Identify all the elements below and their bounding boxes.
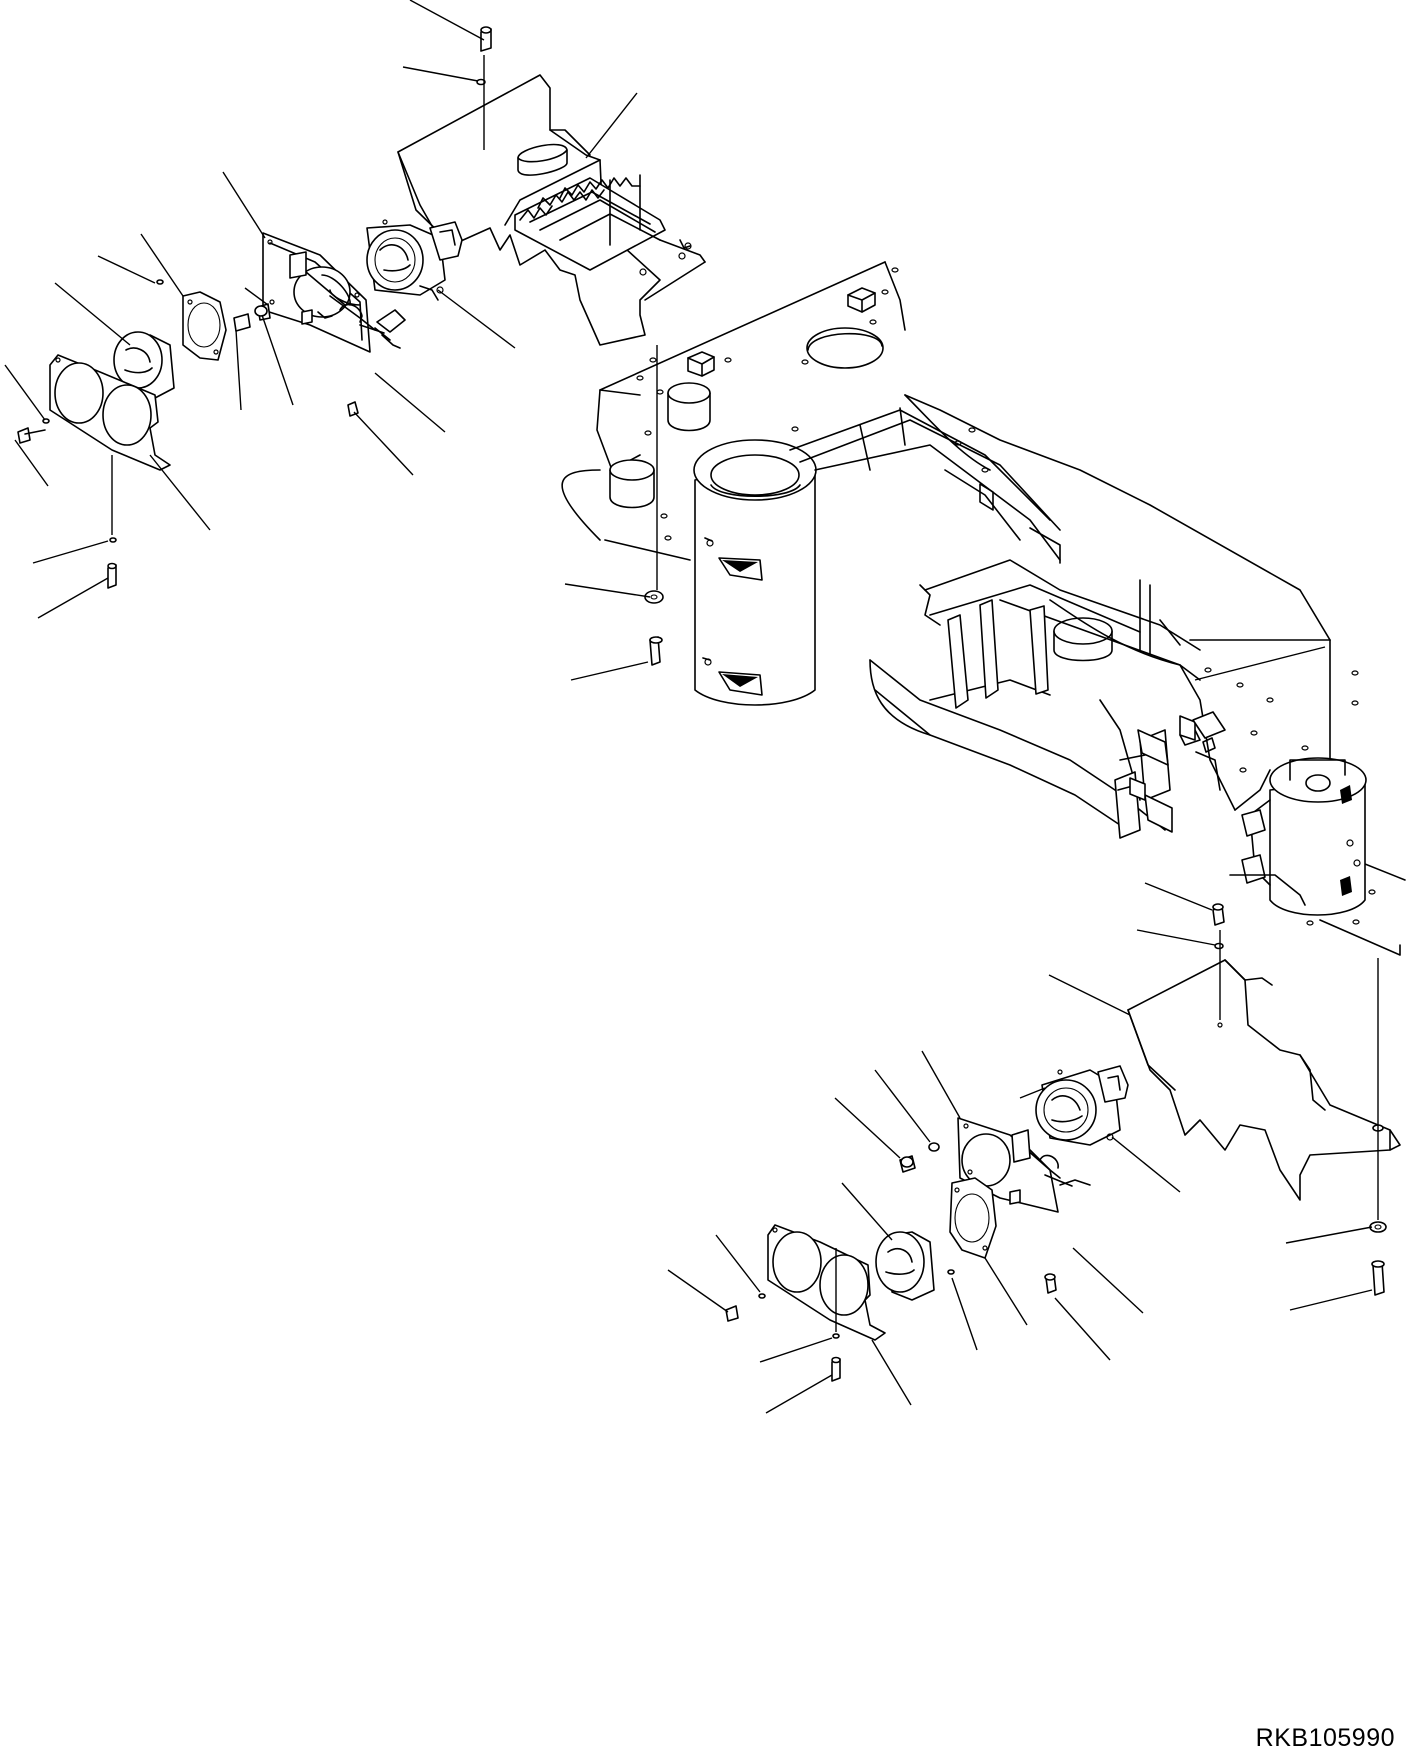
boom-foot-column [694,440,816,705]
rubber-mount-left-rear [668,383,710,431]
frame-beams [790,395,1330,830]
lower-cover [1128,960,1400,1200]
gasket-right [950,1178,996,1258]
lower-right-assembly [668,647,1400,1413]
rubber-mount-left-front [610,460,654,508]
lamp-guard-lower [768,1225,885,1340]
upper-left-assembly [5,0,705,680]
step-cover [398,75,705,345]
revolving-frame [562,262,1405,955]
lamp-bracket [263,233,384,352]
headlamp-lower [876,1232,934,1300]
leaders-lower [668,647,1378,1413]
upper-hardware [18,27,663,665]
lower-hardware [726,904,1386,1381]
leaders-upper [5,0,657,680]
right-post [1230,758,1366,915]
drawing-code: RKB105990 [1255,1724,1395,1752]
frame-brackets [1130,712,1225,832]
lamp-guard-upper [50,355,170,470]
headlamp-left [114,332,174,398]
gasket-upper [183,292,226,360]
headlamp-right [1036,1066,1128,1145]
rubber-mount-centre [1054,618,1112,661]
headlamp-upper [367,220,462,300]
